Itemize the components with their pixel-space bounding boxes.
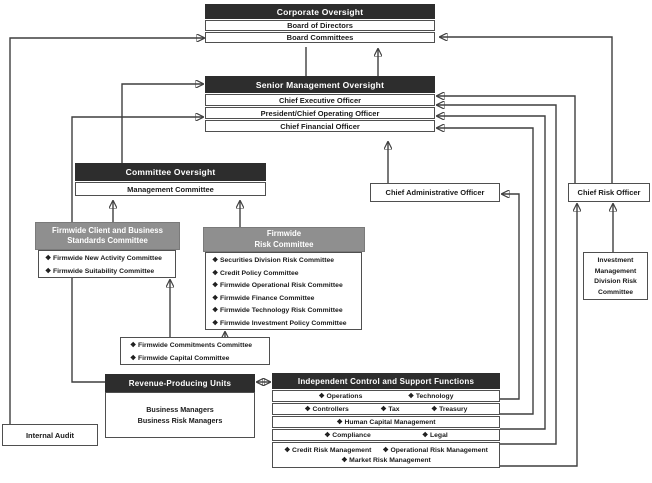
chief-risk-officer: Chief Risk Officer <box>568 183 650 202</box>
imd-risk-committee: Investment Management Division Risk Comm… <box>583 252 648 300</box>
line-cro-to-board-committees <box>440 37 613 183</box>
chief-executive-officer: Chief Executive Officer <box>205 94 435 106</box>
president-coo: President/Chief Operating Officer <box>205 107 435 119</box>
ic-row-controllers-tax-treasury: ❖ Controllers ❖ Tax ❖ Treasury <box>272 403 500 415</box>
list-item: ❖ Securities Division Risk Committee <box>212 257 335 264</box>
ic-row-human-capital: ❖ Human Capital Management <box>272 416 500 428</box>
line-committee-oversight-to-senior <box>121 84 203 163</box>
list-item: ❖ Firmwide Investment Policy Committee <box>212 319 347 327</box>
committee-oversight-header: Committee Oversight <box>75 163 266 181</box>
line-operations-technology-to-cao <box>500 194 520 400</box>
line-cro-to-ceo <box>437 96 576 183</box>
management-committee: Management Committee <box>75 182 266 196</box>
line-controllers-tax-treasury-to-cfo <box>437 128 534 415</box>
list-item: ❖ Technology <box>407 393 454 400</box>
corporate-oversight-box: Corporate Oversight Board of Directors B… <box>205 4 435 43</box>
list-item: ❖ Controllers <box>304 406 349 413</box>
firmwide-risk-committee-header: Firmwide Risk Committee <box>203 227 365 252</box>
internal-audit: Internal Audit <box>2 424 98 446</box>
list-item: ❖ Firmwide Operational Risk Committee <box>212 282 343 289</box>
independent-control-header: Independent Control and Support Function… <box>272 373 500 389</box>
chief-financial-officer: Chief Financial Officer <box>205 120 435 132</box>
list-item: ❖ Legal <box>422 432 448 439</box>
senior-management-header: Senior Management Oversight <box>205 76 435 93</box>
line-internal-audit-to-board-committees <box>9 38 204 424</box>
board-of-directors: Board of Directors <box>205 20 435 31</box>
list-item: ❖ Firmwide Suitability Committee <box>45 267 155 275</box>
list-item: ❖ Operations <box>318 393 363 400</box>
list-item: ❖ Treasury <box>431 406 468 413</box>
business-risk-managers: Business Risk Managers <box>137 416 223 425</box>
chief-administrative-officer: Chief Administrative Officer <box>370 183 500 202</box>
revenue-producing-units-body: Business Managers Business Risk Managers <box>105 392 255 438</box>
fcbs-committee-header: Firmwide Client and Business Standards C… <box>35 222 180 250</box>
list-item: ❖ Operational Risk Management <box>382 446 488 454</box>
list-item: ❖ Tax <box>380 406 400 413</box>
list-item: ❖ Firmwide Finance Committee <box>212 294 315 302</box>
ic-row-compliance-legal: ❖ Compliance ❖ Legal <box>272 429 500 441</box>
list-item: ❖ Human Capital Management <box>336 419 436 426</box>
list-item: ❖ Firmwide New Activity Committee <box>45 255 162 262</box>
line-hcm-to-coo <box>437 116 546 430</box>
list-item: ❖ Market Risk Management <box>341 457 431 465</box>
revenue-producing-units-header: Revenue-Producing Units <box>105 374 255 392</box>
line-compliance-legal-to-ceo <box>437 105 557 445</box>
fcbs-committee-items: ❖ Firmwide New Activity Committee ❖ Firm… <box>38 250 176 278</box>
corporate-oversight-header: Corporate Oversight <box>205 4 435 19</box>
committee-oversight-box: Committee Oversight Management Committee <box>75 163 266 196</box>
ic-row-risk-management: ❖ Credit Risk Management ❖ Operational R… <box>272 442 500 468</box>
line-risk-mgmt-to-cro <box>500 204 577 467</box>
list-item: ❖ Credit Policy Committee <box>212 269 299 277</box>
business-managers: Business Managers <box>146 405 214 414</box>
list-item: ❖ Firmwide Technology Risk Committee <box>212 307 343 314</box>
firmwide-risk-committee-items: ❖ Securities Division Risk Committee ❖ C… <box>205 252 362 330</box>
commitments-capital-box: ❖ Firmwide Commitments Committee ❖ Firmw… <box>120 337 270 365</box>
ic-row-operations-technology: ❖ Operations ❖ Technology <box>272 390 500 402</box>
independent-control-box: Independent Control and Support Function… <box>272 373 500 468</box>
list-item: ❖ Firmwide Capital Committee <box>130 354 230 362</box>
senior-management-box: Senior Management Oversight Chief Execut… <box>205 76 435 132</box>
list-item: ❖ Credit Risk Management <box>284 446 372 454</box>
board-committees: Board Committees <box>205 32 435 43</box>
list-item: ❖ Compliance <box>324 432 371 439</box>
list-item: ❖ Firmwide Commitments Committee <box>130 342 253 349</box>
